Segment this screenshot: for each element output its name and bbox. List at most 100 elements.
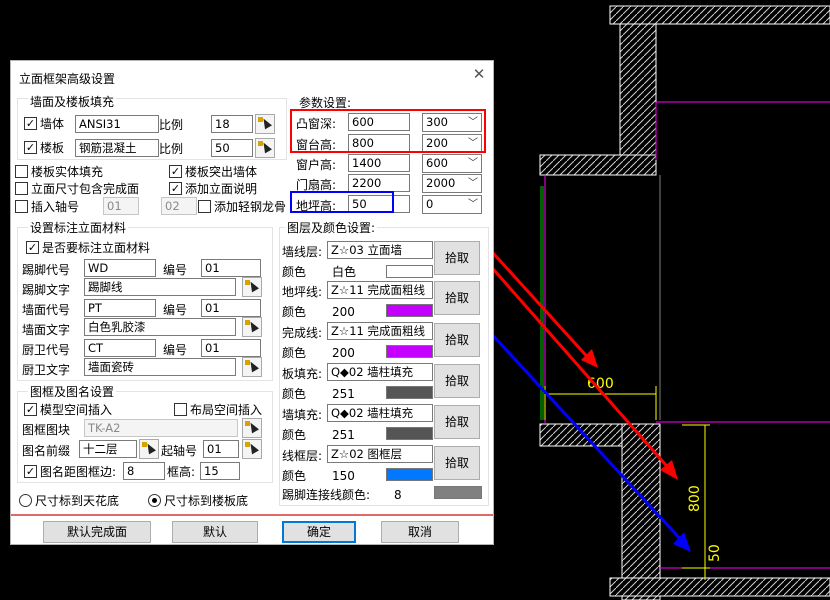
layer-color-swatch-5[interactable] (386, 468, 433, 481)
cancel-button[interactable]: 取消 (381, 521, 459, 543)
close-icon[interactable]: ✕ (472, 65, 486, 83)
wall-code-input[interactable]: PT (84, 299, 156, 317)
frame-heading: 图框及图名设置 (28, 385, 117, 399)
prefix-pick-button[interactable] (139, 439, 159, 459)
pick-dot-icon (142, 442, 147, 447)
layer-color-num-2: 200 (332, 346, 355, 360)
slab-ratio-label: 比例 (159, 142, 184, 156)
default-button[interactable]: 默认 (172, 521, 258, 543)
params-heading: 参数设置: (299, 96, 352, 110)
kitchen-text-input[interactable]: 墙面瓷砖 (84, 358, 236, 376)
layer-pick-button-3[interactable]: 拾取 (434, 364, 480, 398)
axis-from-input[interactable]: 01 (103, 197, 139, 215)
param-input-1[interactable]: 800 (348, 134, 410, 152)
cad-wall-upper (619, 23, 657, 175)
param-select-0-value: 300 (426, 115, 448, 129)
slab-checkbox[interactable]: ✓ (24, 141, 37, 154)
param-input-2[interactable]: 1400 (348, 154, 410, 172)
layer-pick-button-1[interactable]: 拾取 (434, 281, 480, 315)
dim-finish-checkbox[interactable] (15, 182, 28, 195)
material-enable-checkbox[interactable]: ✓ (26, 241, 39, 254)
baseboard-text-input[interactable]: 踢脚线 (84, 278, 236, 296)
slab-out-wall-label: 楼板突出墙体 (185, 165, 258, 179)
insert-axis-checkbox[interactable] (15, 200, 28, 213)
wall-pattern-input[interactable]: ANSI31 (75, 115, 159, 133)
wall-checkbox[interactable]: ✓ (24, 117, 37, 130)
layer-color-swatch-2[interactable] (386, 345, 433, 358)
param-select-3[interactable]: 2000﹀ (422, 174, 482, 193)
add-note-checkbox[interactable]: ✓ (169, 182, 182, 195)
cursor-arrow-icon (247, 319, 259, 333)
layer-pick-button-0[interactable]: 拾取 (434, 241, 480, 275)
wall-ratio-input[interactable]: 18 (211, 115, 253, 133)
layer-input-4[interactable]: Q◆02 墙柱填充 (327, 404, 433, 422)
baseboard-code-input[interactable]: WD (84, 259, 156, 277)
model-space-checkbox[interactable]: ✓ (24, 403, 37, 416)
layer-pick-button-2[interactable]: 拾取 (434, 323, 480, 357)
layer-color-swatch-4[interactable] (386, 427, 433, 440)
layer-color-swatch-3[interactable] (386, 386, 433, 399)
wall-text-input[interactable]: 白色乳胶漆 (84, 318, 236, 336)
to-slab-radio[interactable] (148, 494, 161, 507)
ok-button[interactable]: 确定 (282, 521, 356, 543)
default-finish-button[interactable]: 默认完成面 (43, 521, 151, 543)
baseboard-color-swatch[interactable] (434, 486, 482, 499)
layout-space-checkbox[interactable] (174, 403, 187, 416)
axis-to-input[interactable]: 02 (161, 197, 197, 215)
distance-input[interactable]: 8 (123, 462, 165, 480)
wall-no-input[interactable]: 01 (201, 299, 261, 317)
frame-height-input[interactable]: 15 (200, 462, 240, 480)
layer-input-5[interactable]: Z☆02 图框层 (327, 445, 433, 463)
slab-pick-button[interactable] (255, 138, 275, 158)
param-select-2[interactable]: 600﹀ (422, 154, 482, 173)
layer-color-swatch-1[interactable] (386, 304, 433, 317)
slab-ratio-input[interactable]: 50 (211, 139, 253, 157)
prefix-input[interactable]: 十二层 (79, 440, 137, 458)
chevron-down-icon: ﹀ (468, 138, 478, 149)
pick-dot-icon (245, 421, 250, 426)
layer-input-2[interactable]: Z☆11 完成面粗线 (327, 322, 433, 340)
start-axis-label: 起轴号 (161, 444, 198, 458)
param-input-3[interactable]: 2200 (348, 174, 410, 192)
slab-out-wall-checkbox[interactable]: ✓ (169, 165, 182, 178)
slab-solid-fill-checkbox[interactable] (15, 165, 28, 178)
baseboard-color-num: 8 (394, 488, 402, 502)
model-space-label: 模型空间插入 (40, 403, 113, 417)
to-ceiling-radio[interactable] (19, 494, 32, 507)
param-select-4[interactable]: 0﹀ (422, 195, 482, 214)
layout-space-label: 布局空间插入 (190, 403, 263, 417)
baseboard-pick-button[interactable] (242, 277, 262, 297)
slab-pattern-input[interactable]: 钢筋混凝土 (75, 139, 159, 157)
kitchen-text-pick-button[interactable] (242, 357, 262, 377)
baseboard-color-label: 踢脚连接线颜色: (282, 488, 371, 502)
layer-color-num-1: 200 (332, 305, 355, 319)
param-input-0[interactable]: 600 (348, 113, 410, 131)
wall-pick-button[interactable] (255, 114, 275, 134)
start-axis-input[interactable]: 01 (203, 440, 239, 458)
chevron-down-icon: ﹀ (468, 117, 478, 128)
cursor-arrow-icon (260, 116, 272, 130)
layer-color-label-3: 颜色 (282, 387, 307, 401)
layer-color-swatch-0[interactable] (386, 265, 433, 278)
wall-code-label: 墙面代号 (22, 303, 71, 317)
layer-color-num-4: 251 (332, 428, 355, 442)
distance-checkbox[interactable]: ✓ (24, 465, 37, 478)
frame-block-input[interactable]: TK-A2 (84, 419, 238, 437)
start-axis-pick-button[interactable] (242, 439, 262, 459)
kitchen-no-input[interactable]: 01 (201, 339, 261, 357)
frame-block-pick-button[interactable] (242, 418, 262, 438)
param-select-0[interactable]: 300 ﹀ (422, 113, 482, 132)
layer-input-0[interactable]: Z☆03 立面墙 (327, 241, 433, 259)
param-label-0: 凸窗深: (296, 117, 337, 131)
layer-input-3[interactable]: Q◆02 墙柱填充 (327, 363, 433, 381)
annotation-arrowhead-red-1 (581, 349, 598, 368)
add-keel-checkbox[interactable] (198, 200, 211, 213)
baseboard-no-input[interactable]: 01 (201, 259, 261, 277)
wall-text-pick-button[interactable] (242, 317, 262, 337)
layer-pick-button-4[interactable]: 拾取 (434, 405, 480, 439)
kitchen-code-input[interactable]: CT (84, 339, 156, 357)
param-select-4-value: 0 (426, 197, 434, 211)
layer-pick-button-5[interactable]: 拾取 (434, 446, 480, 480)
param-select-1[interactable]: 200﹀ (422, 134, 482, 153)
layer-input-1[interactable]: Z☆11 完成面粗线 (327, 281, 433, 299)
